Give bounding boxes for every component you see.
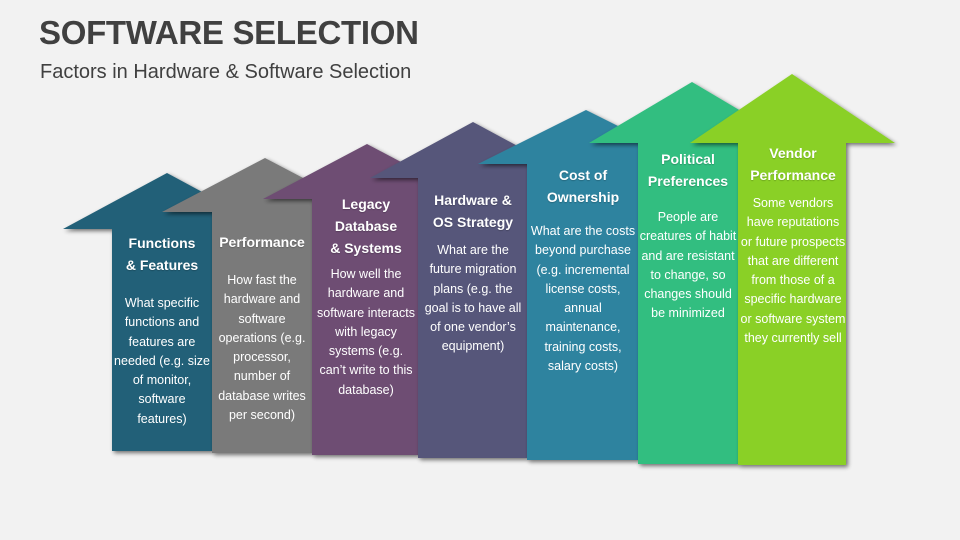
factor-card-legacy-database: Legacy Database & Systems How well the h…: [316, 193, 416, 400]
factor-heading: Functions & Features: [112, 232, 212, 276]
heading-line: Ownership: [546, 189, 620, 205]
heading-line: & Features: [125, 257, 199, 273]
heading-line: Performance: [219, 234, 305, 250]
arrow-shape-cost-of-ownership: [478, 110, 694, 460]
arrow-shape-functions-features: [63, 173, 271, 451]
factor-card-functions-features: Functions & Features What specific funct…: [112, 232, 212, 429]
factor-description: How fast the hardware and software opera…: [218, 273, 306, 423]
heading-line: Functions: [128, 235, 196, 251]
factor-heading: Vendor Performance: [740, 142, 846, 186]
heading-line: & Systems: [330, 240, 402, 256]
factor-description: What specific functions and features are…: [114, 296, 210, 426]
factor-description: People are creatures of habit and are re…: [639, 210, 737, 321]
heading-line: Legacy: [341, 196, 391, 212]
factor-heading: Hardware & OS Strategy: [420, 189, 526, 233]
arrow-shape-legacy-database: [263, 144, 471, 455]
heading-line: OS Strategy: [432, 214, 514, 230]
arrow-shape-hardware-os: [370, 122, 577, 458]
factor-heading: Political Preferences: [638, 148, 738, 192]
factor-description: Some vendors have reputations or future …: [740, 196, 846, 346]
factor-card-performance: Performance How fast the hardware and so…: [212, 231, 312, 425]
arrow-shape-performance: [162, 158, 368, 453]
factor-card-hardware-os: Hardware & OS Strategy What are the futu…: [420, 189, 526, 357]
arrow-shape-political-preferences: [589, 82, 795, 464]
factor-card-vendor-performance: Vendor Performance Some vendors have rep…: [740, 142, 846, 348]
heading-line: Performance: [750, 167, 836, 183]
heading-line: Hardware &: [434, 192, 512, 208]
factor-heading: Performance: [212, 231, 312, 253]
factor-heading: Cost of Ownership: [528, 164, 638, 208]
factor-heading: Legacy Database & Systems: [316, 193, 416, 259]
heading-line: Preferences: [647, 173, 729, 189]
heading-line: Vendor: [769, 145, 817, 161]
factor-description: How well the hardware and software inter…: [317, 267, 415, 397]
heading-line: Cost of: [558, 167, 608, 183]
factor-card-political-preferences: Political Preferences People are creatur…: [638, 148, 738, 324]
heading-line: Political: [661, 151, 715, 167]
factor-description: What are the costs beyond purchase (e.g.…: [530, 224, 636, 374]
page-subtitle: Factors in Hardware & Software Selection: [40, 61, 412, 83]
factor-card-cost-of-ownership: Cost of Ownership What are the costs bey…: [528, 164, 638, 376]
arrow-shape-vendor-performance: [690, 74, 895, 465]
page-title: SOFTWARE SELECTION: [39, 14, 419, 51]
factor-description: What are the future migration plans (e.g…: [424, 243, 522, 354]
heading-line: Database: [334, 218, 398, 234]
